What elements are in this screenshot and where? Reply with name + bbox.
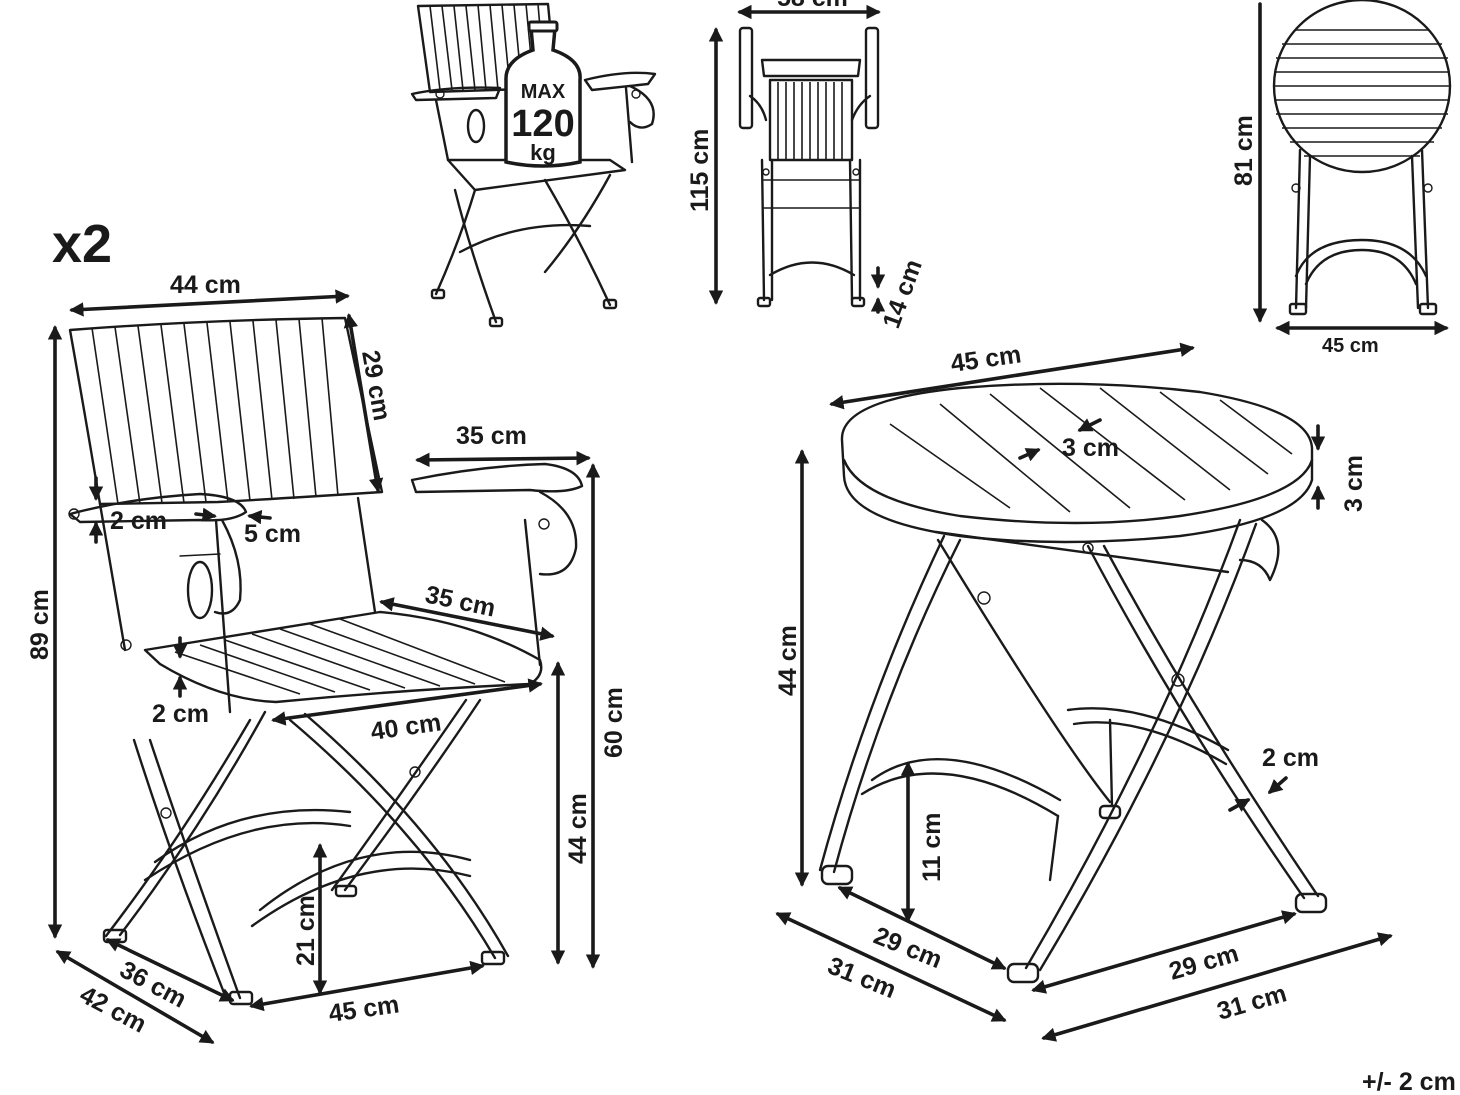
table-dimension-labels: 45 cm 3 cm 3 cm 44 cm 11 cm 2 cm 29 cm 3… — [774, 340, 1368, 1025]
folded-table-height-label: 81 cm — [1230, 115, 1258, 186]
chair-armrest-height-label: 2 cm — [110, 507, 167, 535]
chair-armrest-width-label: 5 cm — [244, 520, 301, 548]
chair-base-width-label: 45 cm — [327, 990, 401, 1028]
folded-chair-depth-label: 14 cm — [877, 256, 928, 332]
chair-total-height-label: 89 cm — [26, 589, 54, 660]
chair-arm-height-label: 60 cm — [600, 687, 628, 758]
quantity-label: x2 — [52, 214, 112, 274]
chair-seat-height-label: 44 cm — [564, 793, 592, 864]
folded-table-dimensions: 81 cm 45 cm — [1230, 2, 1449, 357]
folded-table-drawing — [1272, 0, 1452, 316]
table-brace-height-label: 11 cm — [918, 812, 946, 882]
chair-drawing — [68, 316, 584, 1006]
chair-dimension-labels: 44 cm 29 cm 35 cm 2 cm 5 cm 35 cm 2 cm 4… — [26, 271, 628, 1039]
max-load-unit: kg — [530, 140, 556, 165]
table-slat-gap-label: 3 cm — [1062, 434, 1119, 462]
folded-chair-drawing — [738, 26, 880, 308]
chair-back-height-label: 29 cm — [356, 348, 396, 423]
table-diameter-label: 45 cm — [949, 340, 1023, 378]
max-load-line1: MAX — [521, 81, 566, 103]
folded-chair-height-label: 115 cm — [686, 129, 714, 212]
chair-seat-width-label: 40 cm — [369, 708, 443, 746]
folded-chair-dimensions: 58 cm 115 cm 14 cm — [686, 0, 928, 332]
table-base-outer-left-label: 31 cm — [824, 952, 900, 1005]
table-height-label: 44 cm — [774, 625, 802, 696]
max-load-value: 120 — [511, 103, 574, 145]
chair-seat-thickness-label: 2 cm — [152, 700, 209, 728]
folded-table-width-label: 45 cm — [1322, 335, 1379, 357]
chair-armrest-length-label: 35 cm — [456, 422, 527, 450]
table-dimension-lines — [775, 342, 1393, 1042]
weight-icon — [504, 26, 582, 168]
table-base-inner-left-label: 29 cm — [870, 922, 946, 975]
table-drawing — [818, 382, 1328, 984]
table-leg-width-label: 2 cm — [1262, 744, 1319, 772]
chair-load-drawing: MAX 120 kg — [410, 2, 657, 328]
chair-back-width-label: 44 cm — [170, 271, 241, 299]
chair-dimension-lines — [47, 289, 601, 1044]
table-top-thickness-label: 3 cm — [1340, 455, 1368, 512]
chair-brace-height-label: 21 cm — [292, 895, 320, 966]
folded-chair-width-label: 58 cm — [777, 0, 848, 12]
tolerance-note: +/- 2 cm — [1362, 1068, 1456, 1095]
